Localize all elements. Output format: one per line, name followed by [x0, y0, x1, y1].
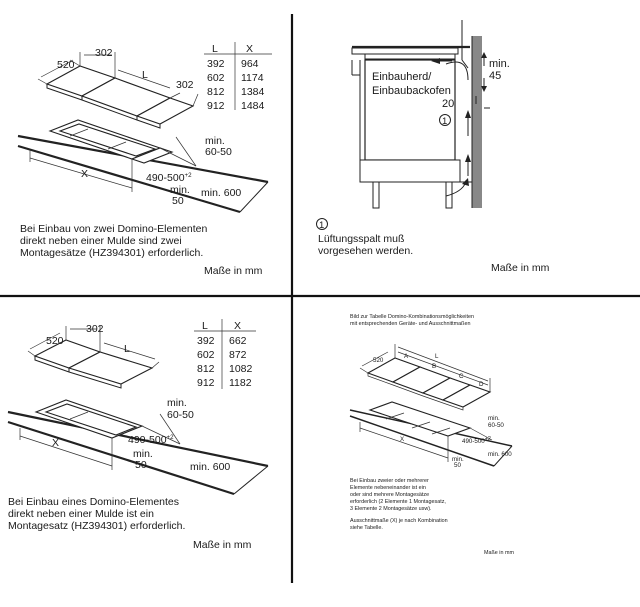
- q3-table-header-L: L: [202, 320, 208, 332]
- q2-note-number: 1: [319, 220, 324, 231]
- q4-unit-label: Maße in mm: [484, 550, 514, 556]
- q1-dim-X: X: [81, 168, 88, 180]
- q1-cooktop: [37, 52, 199, 129]
- q4-dim-B: B: [432, 363, 436, 370]
- q2-label-oven-line2: Einbaubackofen: [372, 85, 451, 97]
- q1-table-cell: 812: [207, 86, 225, 98]
- q4-dim-min600: min. 600: [488, 451, 512, 458]
- q1-dim-min: min.: [205, 135, 225, 147]
- q1-table-cell: 912: [207, 100, 225, 112]
- q1-table-header-L: L: [212, 43, 218, 55]
- q1-dim-min50-label: min.: [170, 184, 190, 196]
- q3-panel: 520 302 L L X 392 662 602 872 812 1082 9…: [7, 319, 269, 551]
- q2-note-circle: [316, 218, 328, 230]
- q4-caption-line: Bild zur Tabelle Domino-Kombinationsmögl…: [350, 314, 474, 320]
- q1-dimension-table: L X 392 964 602 1174 812 1384 912 1484: [204, 42, 272, 112]
- q3-table-cell: 392: [197, 335, 215, 347]
- q4-dim-60-50: 60-50: [488, 422, 504, 429]
- q3-table-cell: 1182: [229, 377, 252, 389]
- q4-note-line: oder sind mehrere Montagesätze: [350, 492, 429, 498]
- q1-table-cell: 1174: [241, 72, 264, 84]
- q3-dim-min: min.: [167, 397, 187, 409]
- q1-dim-min600: min. 600: [201, 187, 241, 199]
- q1-dim-60-50: 60-50: [205, 146, 232, 158]
- q1-dim-min50-value: 50: [172, 195, 184, 207]
- q2-note-line: Lüftungsspalt muß: [318, 233, 404, 245]
- q3-dim-302: 302: [86, 323, 104, 335]
- q1-note-line: Montagesätze (HZ394301) erforderlich.: [20, 247, 203, 259]
- q4-caption-line: mit entsprechenden Geräte- und Ausschnit…: [350, 321, 470, 327]
- q4-dim-L: L: [435, 353, 439, 360]
- q4-dim-A: A: [404, 353, 409, 360]
- q3-note-line: direkt neben einer Mulde ist ein: [8, 508, 154, 520]
- q3-note-line: Montagesatz (HZ394301) erforderlich.: [8, 520, 185, 532]
- q2-label-oven-line1: Einbauherd/: [372, 71, 432, 83]
- q4-dim-min: min.: [488, 415, 500, 422]
- q3-worktop: [7, 399, 269, 496]
- q2-label-45: 45: [489, 70, 501, 82]
- q4-note-line: erforderlich (2 Elemente 1 Montagesatz,: [350, 499, 446, 505]
- q2-panel: Einbauherd/ Einbaubackofen min. 45 20 1 …: [316, 20, 550, 274]
- q4-note-line: 3 Elemente 2 Montagesätze usw).: [350, 506, 432, 512]
- q3-note-line: Bei Einbau eines Domino-Elementes: [8, 496, 179, 508]
- q1-dim-302-right: 302: [176, 79, 194, 91]
- q3-table-header-X: X: [234, 320, 241, 332]
- q2-airflow-arrows: [431, 52, 490, 197]
- q1-dim-cutout: 490-500+2: [146, 172, 192, 184]
- q4-note2-line: siehe Tabelle.: [350, 525, 383, 531]
- q4-dim-520: 520: [373, 357, 384, 364]
- q3-dim-min50-label: min.: [133, 448, 153, 460]
- q1-worktop: [17, 119, 269, 214]
- q2-note-line: vorgesehen werden.: [318, 245, 413, 257]
- q3-table-cell: 1082: [229, 363, 253, 375]
- q1-note-line: Bei Einbau von zwei Domino-Elementen: [20, 223, 208, 235]
- q3-unit-label: Maße in mm: [193, 539, 252, 551]
- q4-dim-C: C: [459, 373, 464, 380]
- q1-dim-L: L: [142, 69, 148, 81]
- q3-dimension-table: L X 392 662 602 872 812 1082 912 1182: [194, 319, 256, 389]
- q4-cooktop: [359, 344, 492, 411]
- q4-dim-min50-label: min.: [452, 456, 464, 463]
- q1-dim-520: 520: [57, 59, 75, 71]
- q2-callout-number: 1: [442, 116, 447, 127]
- q4-note2-line: Ausschnittmaße (X) je nach Kombination: [350, 518, 448, 524]
- q4-dim-cutout: 490-500+2: [462, 436, 491, 445]
- q2-callout-circle: [439, 114, 451, 126]
- q1-table-cell: 1384: [241, 86, 265, 98]
- q3-cooktop: [27, 326, 160, 389]
- q4-dim-X: X: [400, 436, 404, 443]
- q4-panel: Bild zur Tabelle Domino-Kombinationsmögl…: [349, 314, 514, 556]
- q1-table-cell: 964: [241, 58, 259, 70]
- q1-unit-label: Maße in mm: [204, 265, 263, 277]
- q4-note-line: Bei Einbau zweier oder mehrerer: [350, 478, 429, 484]
- q1-table-cell: 392: [207, 58, 225, 70]
- q3-dim-60-50: 60-50: [167, 409, 194, 421]
- q4-note-line: Elemente nebeneinander ist ein: [350, 485, 426, 491]
- q1-dim-302-left: 302: [95, 47, 113, 59]
- q4-worktop: [349, 401, 513, 467]
- q2-label-20: 20: [442, 98, 454, 110]
- q2-label-min: min.: [489, 58, 510, 70]
- q3-dim-min50-value: 50: [135, 459, 147, 471]
- q3-table-cell: 602: [197, 349, 215, 361]
- q4-dim-min50-value: 50: [454, 462, 461, 469]
- q3-dim-X: X: [52, 437, 59, 449]
- q3-table-cell: 662: [229, 335, 247, 347]
- q4-dim-D: D: [479, 381, 484, 388]
- q1-table-header-X: X: [246, 43, 253, 55]
- q3-dim-L: L: [124, 343, 130, 355]
- q1-panel: 520 302 L 302 L X 392 964 602 1174 812 1…: [17, 42, 272, 277]
- q3-dim-min600: min. 600: [190, 461, 230, 473]
- q3-dim-520: 520: [46, 335, 64, 347]
- q1-table-cell: 602: [207, 72, 225, 84]
- q1-table-cell: 1484: [241, 100, 265, 112]
- q3-table-cell: 872: [229, 349, 247, 361]
- q1-note-line: direkt neben einer Mulde sind zwei: [20, 235, 182, 247]
- q3-dim-cutout: 490-500+2: [128, 434, 174, 446]
- q2-cabinet-section: [351, 20, 482, 209]
- q2-unit-label: Maße in mm: [491, 262, 550, 274]
- q3-table-cell: 812: [197, 363, 215, 375]
- q3-table-cell: 912: [197, 377, 215, 389]
